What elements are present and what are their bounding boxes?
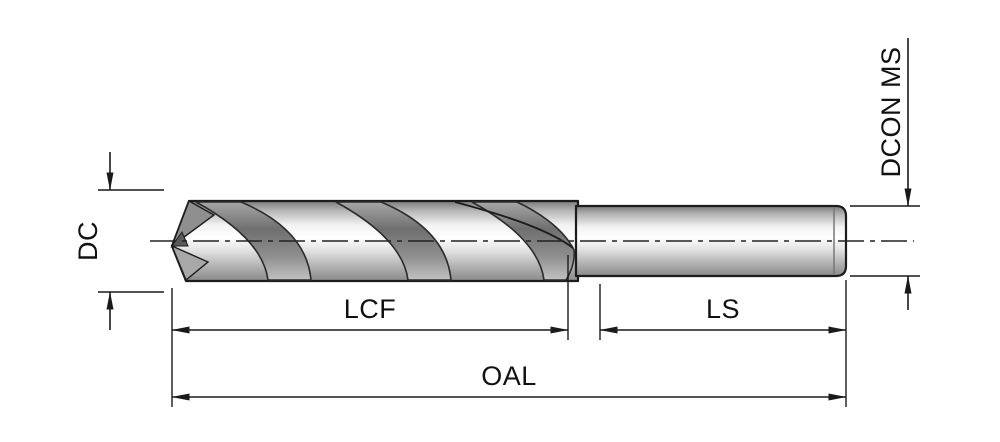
flute-runout-edge bbox=[454, 201, 574, 249]
lcf-label: LCF bbox=[344, 294, 397, 324]
oal-dimension: OAL bbox=[171, 280, 847, 407]
flute-groove-3 bbox=[471, 201, 575, 281]
flute-groove-2 bbox=[335, 201, 452, 281]
dc-dimension: DC bbox=[73, 152, 164, 330]
drill-bit bbox=[170, 199, 848, 283]
dcon-dimension: DCON MS bbox=[850, 38, 920, 310]
ls-label: LS bbox=[706, 294, 740, 324]
oal-label: OAL bbox=[481, 361, 537, 391]
tip-facet-bottom bbox=[170, 244, 210, 282]
ls-dimension: LS bbox=[599, 284, 847, 340]
dc-label: DC bbox=[73, 221, 103, 261]
dcon-label: DCON MS bbox=[876, 47, 906, 178]
lcf-dimension: LCF bbox=[171, 255, 569, 340]
tip-chisel-edge bbox=[171, 230, 189, 247]
